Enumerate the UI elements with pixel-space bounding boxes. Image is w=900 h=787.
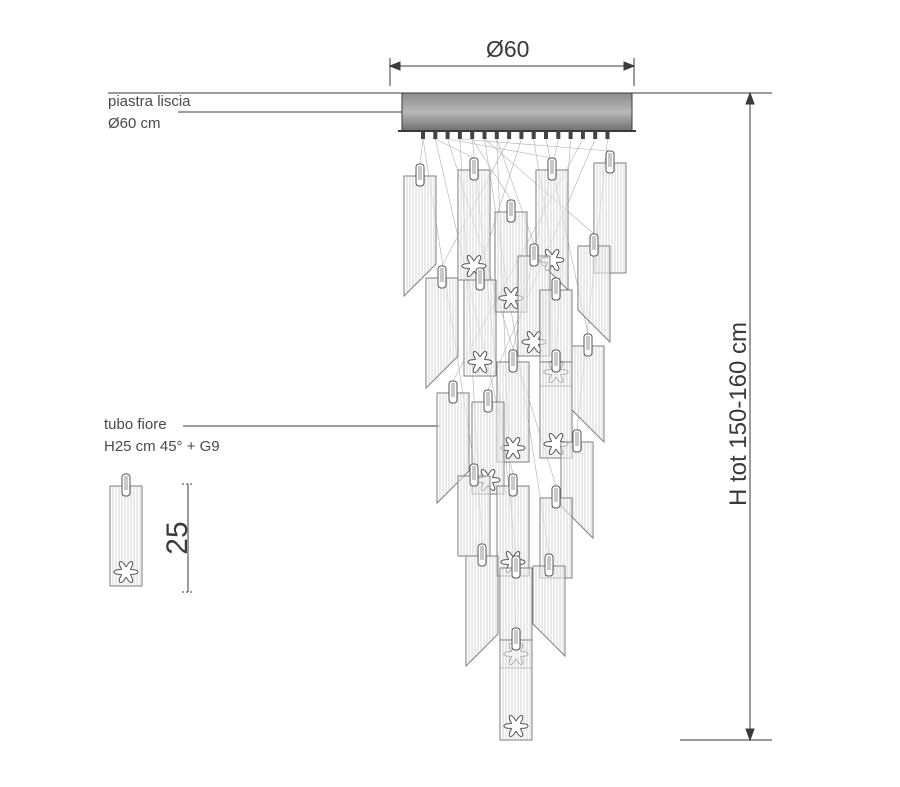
tube-spec: H25 cm 45° + G9 xyxy=(104,438,220,455)
tube-height-dimension xyxy=(182,483,194,593)
ceiling-plate-name: piastra liscia xyxy=(108,93,191,110)
glass-tube xyxy=(499,627,533,741)
glass-tube xyxy=(560,429,594,540)
tube-height-label: 25 xyxy=(161,521,194,555)
glass-tube xyxy=(465,543,499,668)
glass-tube xyxy=(109,473,143,587)
total-height-label: H tot 150-160 cm xyxy=(725,321,752,507)
leader-lines xyxy=(108,92,772,427)
glass-tube xyxy=(425,265,459,390)
glass-tube xyxy=(571,333,605,444)
diameter-dimension xyxy=(388,58,636,86)
ceiling-plate xyxy=(398,92,636,132)
tube-name: tubo fiore xyxy=(104,416,167,433)
glass-tube xyxy=(471,389,505,495)
single-tube-detail xyxy=(109,473,143,587)
ceiling-plate-size: Ø60 cm xyxy=(108,115,161,132)
glass-tubes xyxy=(403,150,627,741)
glass-tube xyxy=(463,267,497,377)
diameter-label: Ø60 xyxy=(486,36,530,62)
glass-tube xyxy=(457,157,491,281)
glass-tube xyxy=(532,553,566,658)
glass-tube xyxy=(496,349,530,463)
glass-tube xyxy=(577,233,611,344)
plate-sockets xyxy=(421,131,610,139)
glass-tube xyxy=(403,163,437,298)
glass-tube xyxy=(457,463,491,557)
total-height-dimension xyxy=(680,91,772,742)
